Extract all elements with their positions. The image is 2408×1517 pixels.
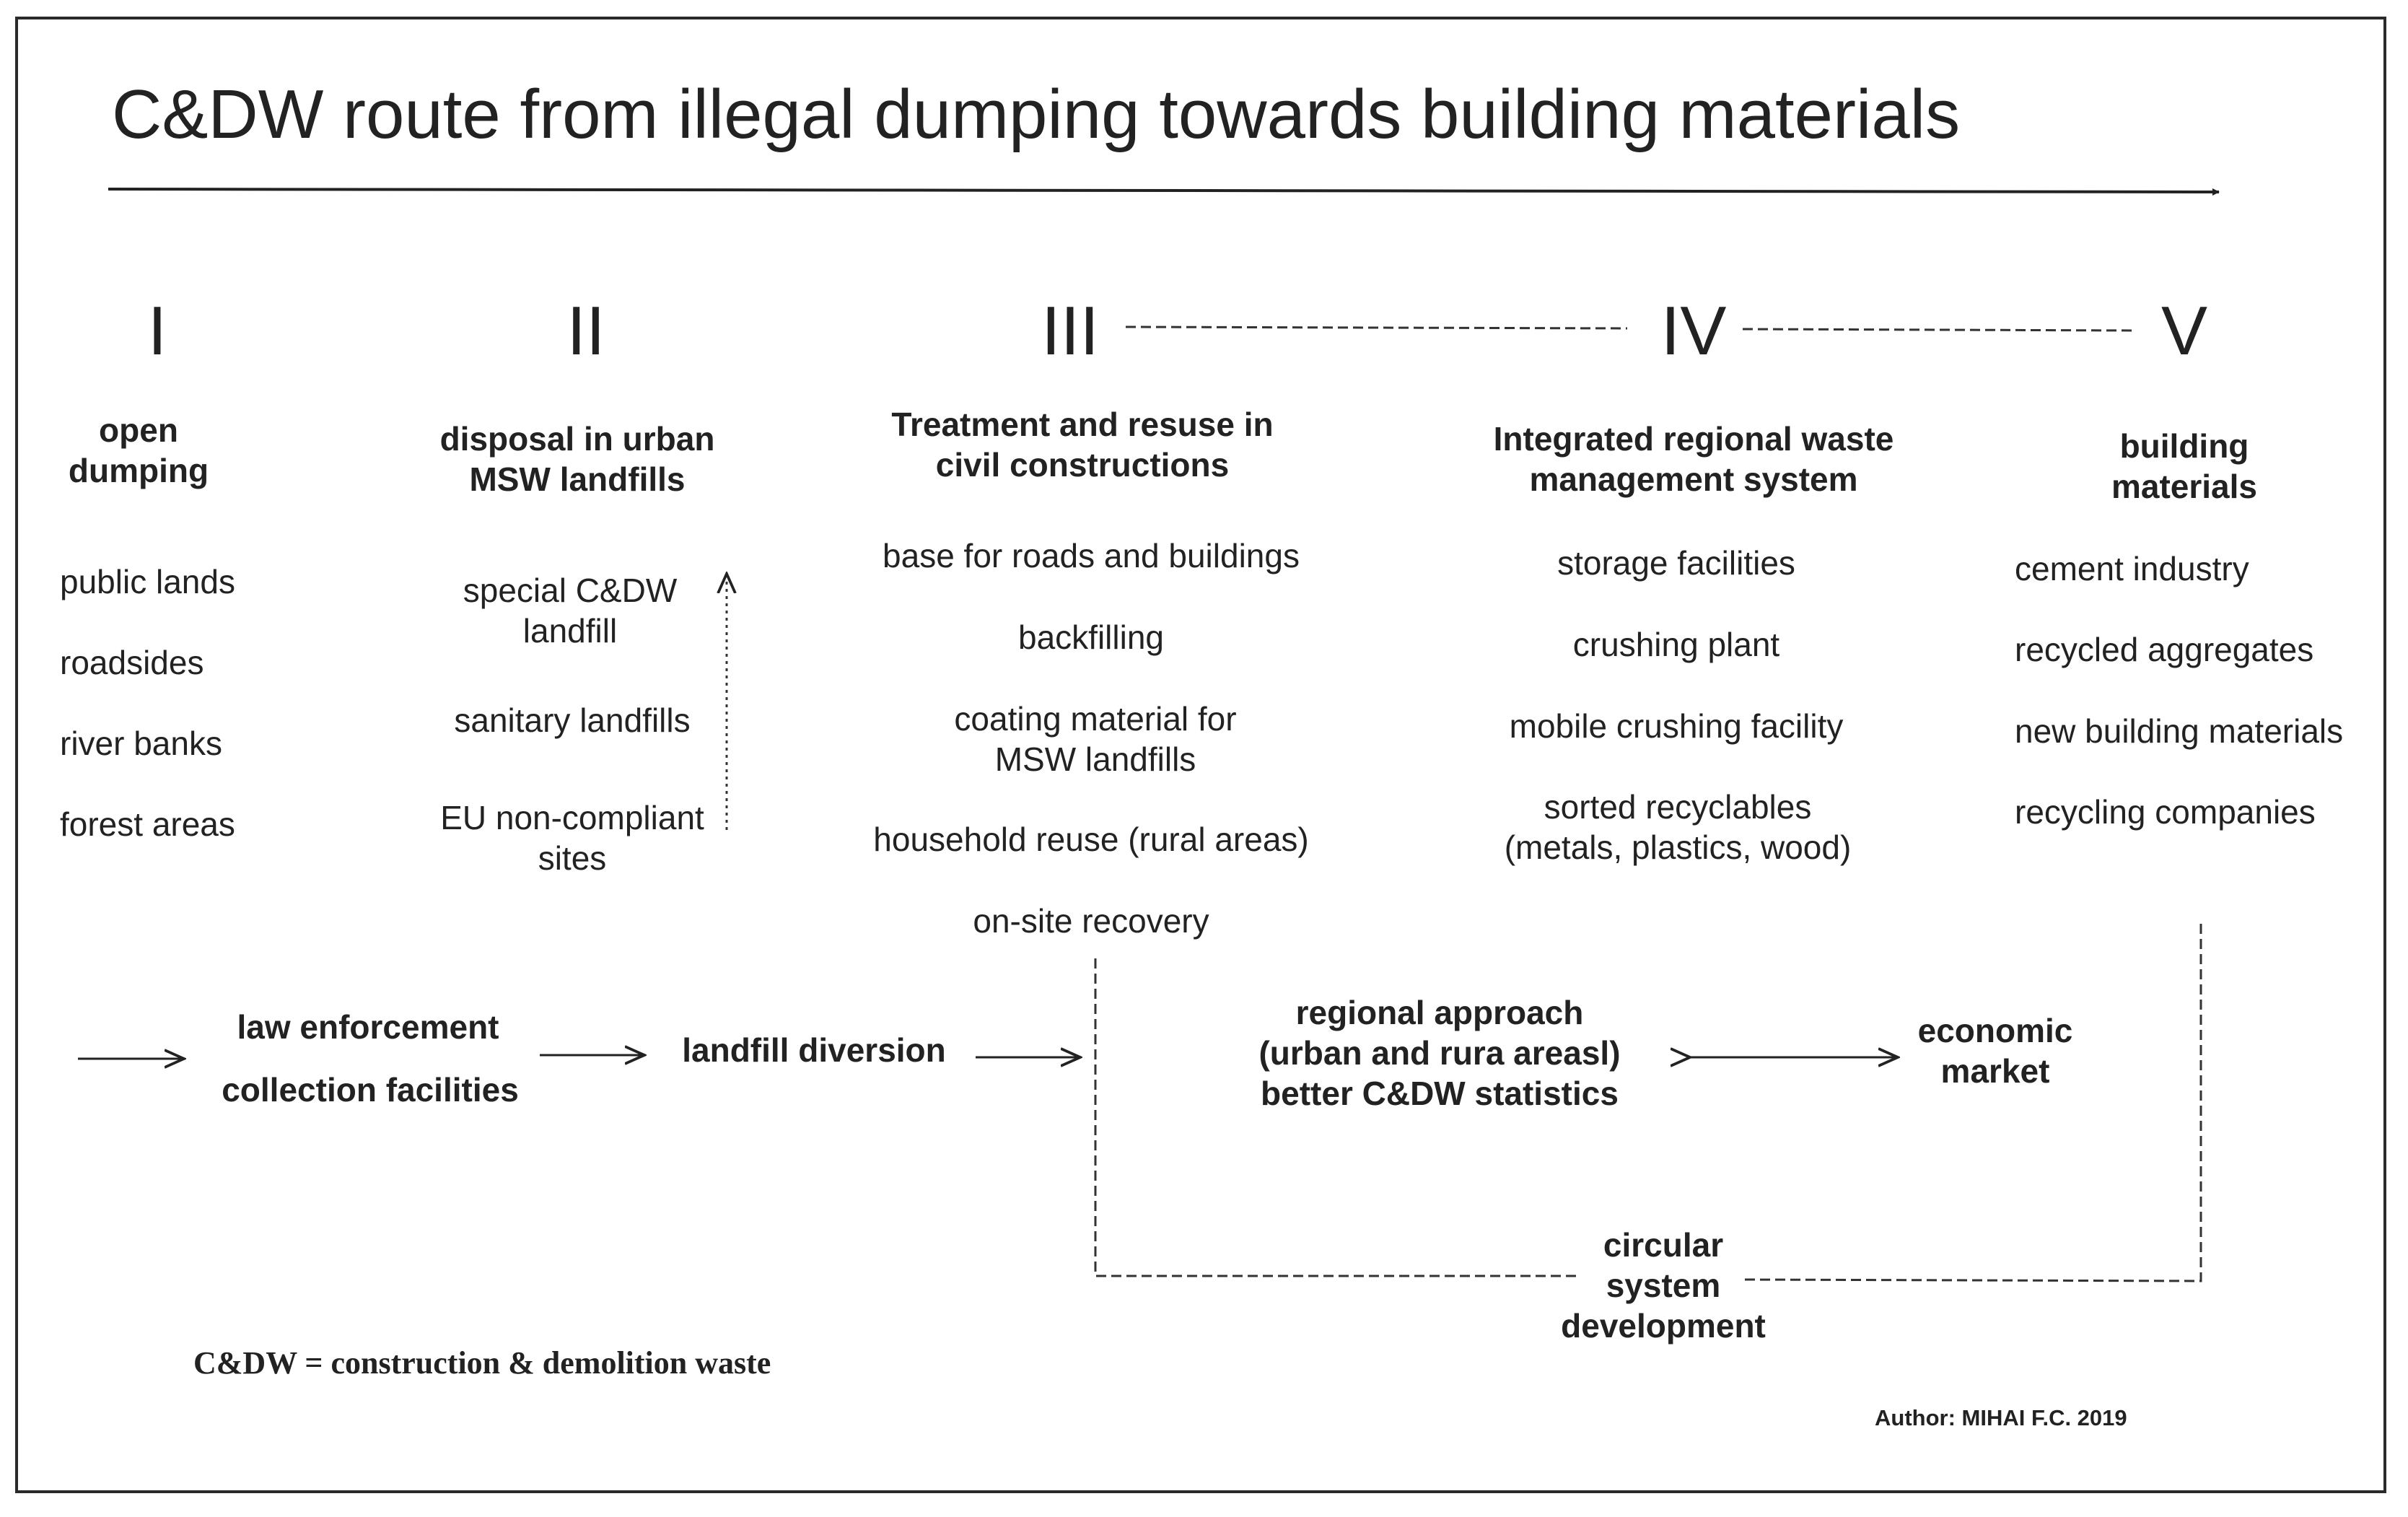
stage-V-item: recycling companies	[2015, 793, 2316, 831]
regional-approach-label: regional approach (urban and rura areasl…	[1258, 994, 1621, 1113]
stage-III-item: backfilling	[1018, 618, 1164, 656]
dash-IV-V	[1742, 328, 2137, 332]
law-enforcement-label: law enforcement	[237, 1008, 499, 1046]
stage-numeral-I: I	[147, 292, 167, 370]
stage-I-item: forest areas	[60, 805, 235, 843]
circular-loop-right	[1744, 920, 2202, 1282]
stage-IV-item: sorted recyclables(metals, plastics, woo…	[1504, 788, 1852, 867]
stage-II-item: sanitary landfills	[454, 701, 691, 739]
landfill-diversion-label: landfill diversion	[682, 1031, 946, 1069]
stage-V-item: recycled aggregates	[2015, 631, 2314, 668]
stage-III-item: household reuse (rural areas)	[873, 821, 1309, 858]
stage-numeral-II: II	[566, 292, 605, 370]
stage-IV-item: storage facilities	[1557, 544, 1795, 582]
collection-facilities-label: collection facilities	[222, 1071, 519, 1109]
stage-I-item: roadsides	[60, 644, 204, 681]
stage-IV-item: mobile crushing facility	[1509, 707, 1844, 745]
stage-I-item: river banks	[60, 725, 222, 762]
stage-IV-item: crushing plant	[1572, 626, 1780, 663]
dash-III-IV	[1125, 325, 1628, 330]
stage-III-item: base for roads and buildings	[883, 537, 1300, 574]
circular-loop-left	[1094, 958, 1580, 1277]
stage-numeral-IV: IV	[1660, 292, 1727, 370]
diagram-title: C&DW route from illegal dumping towards …	[112, 76, 1961, 153]
main-route-arrow	[108, 188, 2220, 196]
stage-numeral-V: V	[2160, 292, 2208, 370]
stage-I-item: public lands	[60, 563, 235, 600]
stage-III-item: on-site recovery	[973, 902, 1209, 940]
stage-V-item: new building materials	[2015, 712, 2344, 750]
abbreviation-legend: C&DW = construction & demolition waste	[193, 1345, 771, 1381]
stage-V-item: cement industry	[2015, 550, 2249, 587]
author-credit: Author: MIHAI F.C. 2019	[1875, 1405, 2127, 1430]
diagram-frame	[15, 17, 2386, 1493]
stage-numeral-III: III	[1041, 292, 1100, 370]
